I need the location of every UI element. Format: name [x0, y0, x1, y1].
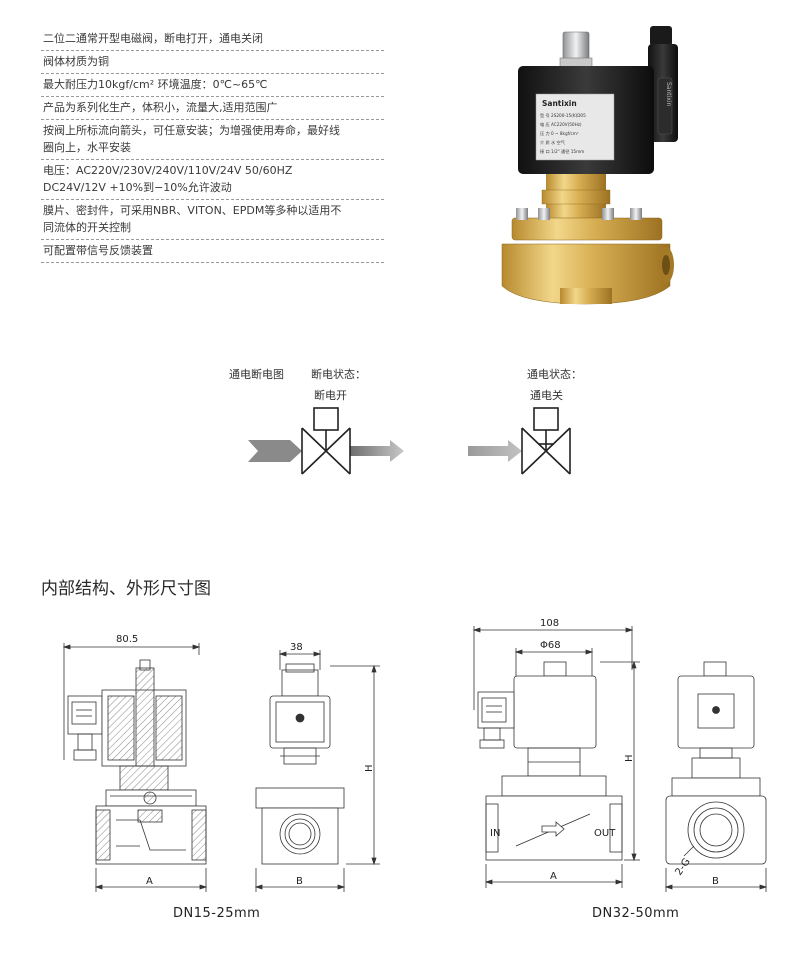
caption-small: DN15-25mm — [173, 906, 261, 921]
dim-b-small: B — [296, 876, 303, 887]
nameplate-line: 接 口 1/2" 通径 15mm — [540, 148, 584, 155]
dim-h-small: H — [364, 764, 375, 772]
dim-width-side: 38 — [290, 642, 303, 653]
flow-diagram: 通电断电图 断电状态： 断电开 通电状态： 通电关 — [0, 360, 806, 480]
dim-coil-diameter: Φ68 — [540, 640, 561, 651]
drawing-front-large — [472, 626, 640, 888]
flow-legend-label: 通电断电图 — [229, 368, 284, 381]
spec-item: 产品为系列化生产，体积小，流量大,适用范围广 — [41, 97, 384, 120]
spec-item: 最大耐压力10kgf/cm² 环境温度：0℃~65℃ — [41, 74, 384, 97]
drawing-section-small — [62, 643, 208, 892]
nameplate-line: 压 力 0 ~ 8kgf/cm² — [540, 130, 579, 137]
spec-item: 阀体材质为铜 — [41, 51, 384, 74]
nameplate-line: 型 号 2S200-15(K)D05 — [540, 112, 586, 119]
dim-width-large: 108 — [540, 618, 559, 629]
valve-open-symbol — [301, 407, 351, 475]
nameplate-line: 电 压 AC220V(50Hz) — [540, 121, 582, 128]
flow-schematic — [248, 407, 571, 475]
on-state-title: 通电状态： — [527, 368, 582, 381]
dim-h-large: H — [624, 754, 635, 762]
spec-item: 按阀上所标流向箭头，可任意安装；为增强使用寿命，最好线 圈向上，水平安装 — [41, 120, 384, 160]
spec-item: 可配置带信号反馈装置 — [41, 240, 384, 263]
nameplate-line: 介 质 水 空气 — [540, 139, 566, 146]
inlet-arrow — [248, 440, 302, 462]
outlet-arrow — [350, 440, 404, 462]
dim-a-large: A — [550, 871, 557, 882]
dim-width-small: 80.5 — [116, 634, 138, 645]
port-out-label: OUT — [594, 828, 616, 839]
dimension-drawings: 80.5 38 108 Φ68 H H A B A B IN OUT 2-G — [62, 618, 768, 892]
off-state-value: 断电开 — [314, 389, 347, 402]
valve-closed-symbol — [521, 407, 571, 475]
spec-item: 电压：AC220V/230V/240V/110V/24V 50/60HZ DC2… — [41, 160, 384, 200]
nameplate-brand: Santixin — [542, 99, 577, 108]
dim-a-small: A — [146, 876, 153, 887]
caption-large: DN32-50mm — [592, 906, 680, 921]
connector-brand: Santixin — [665, 82, 672, 107]
port-in-label: IN — [490, 828, 500, 839]
product-photo: Santixin Santixin 型 号 2S200-15(K)D05 电 压… — [501, 26, 678, 305]
inlet-arrow-closed — [468, 440, 522, 462]
on-state-value: 通电关 — [530, 389, 563, 402]
spec-list: 二位二通常开型电磁阀，断电打开，通电关闭 阀体材质为铜 最大耐压力10kgf/c… — [41, 28, 384, 263]
drawing-side-large — [664, 661, 768, 892]
off-state-title: 断电状态： — [311, 368, 366, 381]
spec-item: 膜片、密封件，可采用NBR、VITON、EPDM等多种以适用不 同流体的开关控制 — [41, 200, 384, 240]
section-title: 内部结构、外形尺寸图 — [41, 579, 211, 599]
drawing-side-small — [254, 650, 380, 892]
dim-b-large: B — [712, 876, 719, 887]
spec-item: 二位二通常开型电磁阀，断电打开，通电关闭 — [41, 28, 384, 51]
